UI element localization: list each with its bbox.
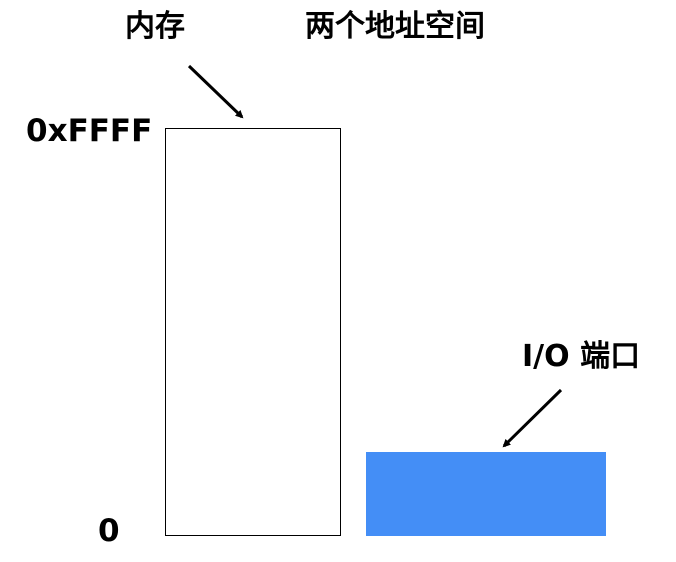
io-arrow (502, 388, 563, 448)
io-address-space (366, 452, 606, 536)
memory-label: 内存 (125, 9, 185, 44)
diagram-title: 两个地址空间 (305, 9, 485, 44)
io-port-label: I/O 端口 (522, 339, 641, 374)
top-address-label: 0xFFFF (26, 113, 153, 149)
memory-address-space (165, 128, 341, 536)
memory-arrow (187, 64, 244, 119)
bottom-address-label: 0 (98, 513, 120, 549)
